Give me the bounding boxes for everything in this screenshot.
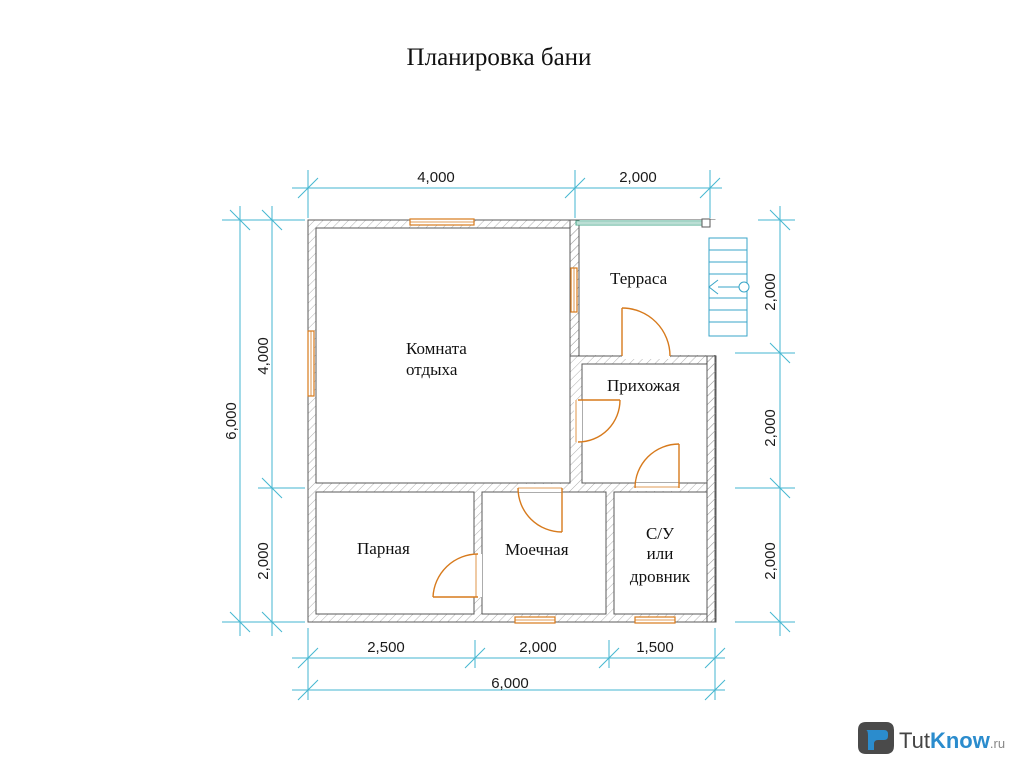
steam-room-floor (315, 491, 475, 615)
windows (307, 218, 676, 624)
logo-text-blue: Know (930, 728, 991, 753)
door-wc (634, 443, 680, 491)
door-steam (432, 553, 482, 598)
doors (432, 307, 680, 598)
terrace-floor (579, 228, 716, 355)
dim-left-inner-1: 4,000 (255, 337, 272, 375)
washing-room-floor (481, 491, 607, 615)
hallway-floor (581, 363, 708, 484)
label-steam-room: Парная (357, 539, 410, 558)
dim-bottom-total: 6,000 (491, 675, 529, 692)
dim-right-3: 2,000 (762, 542, 779, 580)
logo-suffix: .ru (990, 736, 1005, 751)
logo-text-dark: Tut (899, 728, 930, 753)
walls (307, 218, 717, 623)
label-rest-room-line1: Комната (406, 339, 467, 358)
dim-top-1: 4,000 (417, 169, 455, 186)
label-rest-room-line2: отдыха (406, 360, 458, 379)
dim-right-1: 2,000 (762, 273, 779, 311)
label-terrace: Терраса (610, 269, 668, 288)
dim-left-inner-2: 2,000 (255, 542, 272, 580)
dim-left-outer: 6,000 (223, 402, 240, 440)
door-rest-room (574, 399, 621, 443)
svg-text:TutKnow.ru: TutKnow.ru (899, 728, 1005, 753)
logo-mark-icon (858, 722, 894, 754)
dim-top-2: 2,000 (619, 169, 657, 186)
label-wc-line2: или (647, 544, 674, 563)
dim-bottom-1: 2,500 (367, 639, 405, 656)
tutknow-logo: TutKnow.ru (858, 722, 1005, 754)
dim-bottom-3: 1,500 (636, 639, 674, 656)
page-title: Планировка бани (407, 44, 592, 71)
rest-room-floor (315, 227, 571, 484)
dimension-lines: 4,000 2,000 2,500 2,000 1,500 6,000 6,00… (222, 169, 795, 701)
room-labels: Комната отдыха Терраса Прихожая Парная М… (357, 269, 691, 586)
door-terrace (621, 307, 671, 359)
wc-room-floor (613, 491, 708, 615)
terrace-stairs (708, 237, 750, 337)
label-wc-line3: дровник (630, 567, 691, 586)
label-wc-line1: С/У (646, 524, 675, 543)
label-hallway: Прихожая (607, 376, 680, 395)
door-washing (517, 484, 563, 533)
dim-right-2: 2,000 (762, 409, 779, 447)
dim-bottom-2: 2,000 (519, 639, 557, 656)
label-washing-room: Моечная (505, 540, 569, 559)
